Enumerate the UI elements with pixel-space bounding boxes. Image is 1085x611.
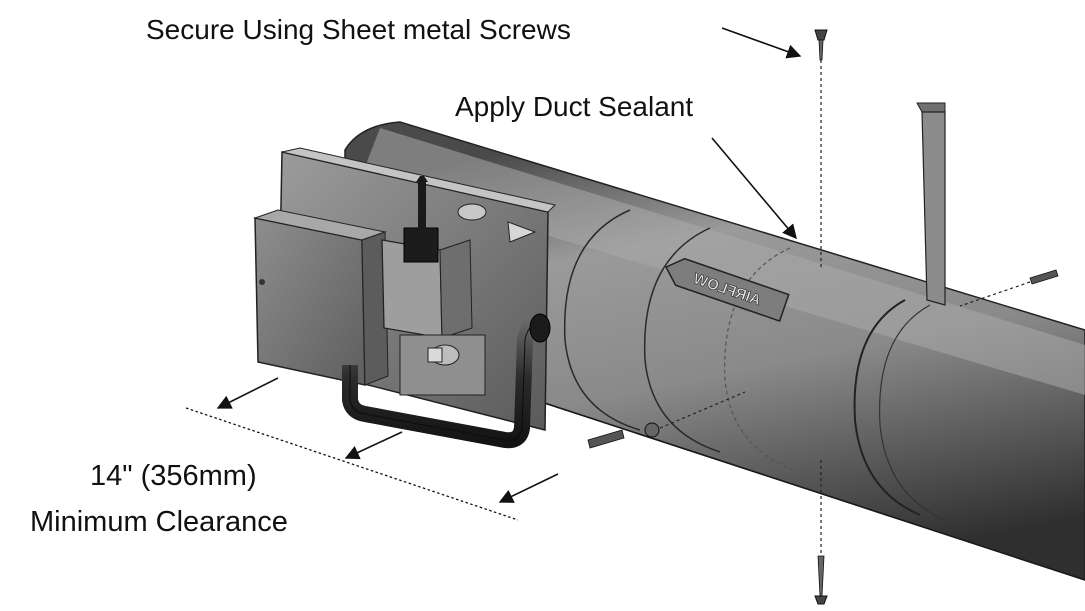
screw-path-right <box>959 281 1031 307</box>
duct-collar-seam-2 <box>643 227 721 453</box>
sensor-block <box>403 227 439 263</box>
screws-callout-label: Secure Using Sheet metal Screws <box>146 14 571 45</box>
screw-paths <box>659 60 1031 556</box>
junction-box-front <box>254 217 366 386</box>
duct-joint-seam-2 <box>878 304 946 521</box>
duct-joint-seam <box>853 299 921 516</box>
airflow-tag: AIRFLOW <box>664 257 790 322</box>
screw-right <box>1029 269 1059 285</box>
sealant-callout-label: Apply Duct Sealant <box>455 91 694 122</box>
screws-leader-arrow <box>721 27 802 59</box>
junction-box-knockout <box>259 279 265 285</box>
clearance-value-label: 14" (356mm) <box>90 460 257 492</box>
sealant-leader-arrow <box>711 137 797 240</box>
screw-bottom <box>814 555 828 605</box>
duct-highlight <box>360 128 1085 395</box>
clearance-dotted-line <box>185 407 519 521</box>
junction-box-side <box>361 231 389 386</box>
clearance-text-label: Minimum Clearance <box>30 506 288 538</box>
hanger-strap <box>916 102 946 306</box>
control-assembly <box>253 147 556 431</box>
damper-shaft <box>399 334 486 396</box>
pipe-fitting <box>529 313 551 343</box>
clearance-arrow-3 <box>498 473 559 503</box>
sensor-antenna-tip <box>416 176 428 182</box>
screw-left <box>587 422 660 449</box>
duct-collar-seam-1 <box>563 209 641 431</box>
plate-arrow <box>507 221 537 243</box>
clearance-arrow-1 <box>216 377 279 409</box>
duct-collar-seam-3 <box>724 247 801 473</box>
clearance-arrow-2 <box>344 431 403 460</box>
sensor-antenna <box>418 182 426 230</box>
leader-arrows <box>216 27 802 503</box>
actuator-housing-side <box>439 239 473 339</box>
duct-lower-edge <box>519 394 1085 581</box>
pipe <box>342 312 551 449</box>
plate-hole <box>457 203 487 221</box>
screw-top <box>814 29 828 61</box>
